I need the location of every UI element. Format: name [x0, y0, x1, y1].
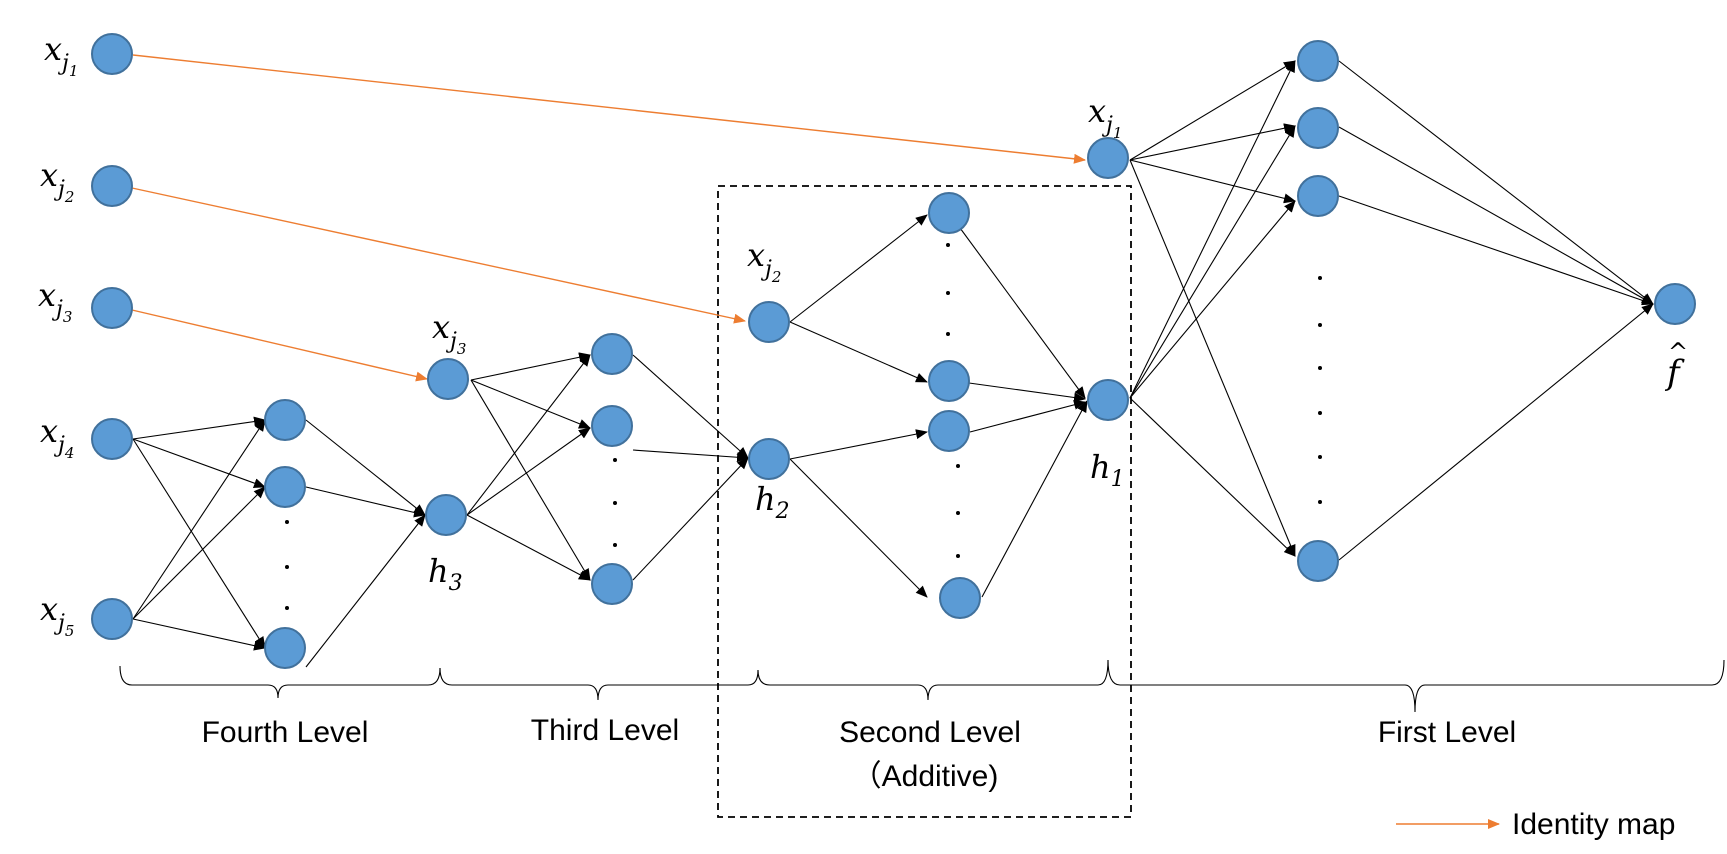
- label-xj5-in: xj5: [40, 590, 74, 640]
- edge: [466, 427, 591, 516]
- edge: [305, 419, 426, 516]
- network-edges: [132, 60, 1654, 668]
- edge: [632, 457, 749, 581]
- edge: [1338, 60, 1654, 305]
- input-node-xj3: [91, 287, 133, 329]
- input-node-xj2: [91, 165, 133, 207]
- hidden-node-level2: [939, 577, 981, 619]
- node-h1: [1087, 379, 1129, 421]
- edge: [1338, 126, 1654, 305]
- legend-identity-label: Identity map: [1512, 808, 1675, 841]
- label-output-hat: ^: [1668, 338, 1688, 366]
- edge: [948, 212, 1086, 399]
- input-node-xj1: [91, 33, 133, 75]
- edge: [132, 419, 266, 620]
- edge: [789, 321, 928, 383]
- edge: [981, 400, 1088, 598]
- edge: [969, 399, 1086, 433]
- hidden-node-level3: [591, 563, 633, 605]
- edge: [789, 458, 928, 598]
- edge: [470, 379, 591, 429]
- identity-arrow-xj2: [131, 187, 746, 324]
- legend: Identity map: [1396, 808, 1675, 841]
- label-xj1-mid: xj1: [1088, 92, 1122, 142]
- label-xj3-in: xj3: [38, 276, 72, 326]
- hidden-node-level4: [264, 627, 306, 669]
- label-xj3-mid: xj3: [432, 308, 466, 358]
- label-h2: h2: [755, 480, 790, 524]
- label-third-level: Third Level: [531, 714, 679, 747]
- hidden-node-level3: [591, 333, 633, 375]
- edge: [132, 486, 266, 620]
- edge: [305, 486, 426, 518]
- hidden-node-level2: [928, 360, 970, 402]
- label-fourth-level: Fourth Level: [202, 716, 369, 749]
- edge: [1129, 200, 1296, 399]
- label-h3: h3: [428, 552, 463, 596]
- math-labels: xj1 xj2 xj3 xj4 xj5 xj3 h3 xj2 h2 xj1: [38, 30, 1688, 640]
- edge: [1338, 303, 1654, 561]
- label-xj4-in: xj4: [40, 412, 74, 462]
- brace-third-level: [439, 667, 759, 701]
- edge: [132, 438, 266, 488]
- edge: [132, 438, 266, 649]
- edge: [789, 214, 928, 323]
- hidden-node-level1: [1297, 40, 1339, 82]
- hidden-node-level4: [264, 399, 306, 441]
- hidden-node-level1: [1297, 107, 1339, 149]
- hidden-node-level3: [591, 405, 633, 447]
- edge: [1129, 397, 1296, 557]
- edge: [132, 416, 266, 440]
- output-node: [1654, 283, 1696, 325]
- hidden-node-level2: [928, 192, 970, 234]
- node-xj3-mid: [427, 358, 469, 400]
- additive-level-box: [717, 185, 1132, 818]
- identity-map-arrows: [131, 54, 1086, 382]
- brace-fourth-level: [119, 665, 441, 699]
- edge: [632, 354, 749, 459]
- edge: [1129, 123, 1296, 161]
- edge: [1338, 195, 1654, 306]
- label-xj2-mid: xj2: [747, 236, 781, 286]
- edge: [1129, 60, 1296, 399]
- edge: [466, 514, 591, 581]
- input-node-xj5: [91, 598, 133, 640]
- edge: [968, 382, 1086, 403]
- edge: [1129, 159, 1296, 204]
- edge: [632, 449, 749, 463]
- brace-first-level: [1107, 659, 1725, 713]
- level-braces: [119, 659, 1725, 713]
- edge: [466, 354, 591, 516]
- label-first-level: First Level: [1378, 716, 1516, 749]
- edge: [470, 379, 591, 581]
- label-xj2-in: xj2: [40, 156, 74, 206]
- input-node-xj4: [91, 418, 133, 460]
- node-xj1-mid: [1087, 137, 1129, 179]
- edge: [1129, 60, 1296, 161]
- label-xj1-in: xj1: [44, 30, 78, 80]
- level-labels: Fourth Level Third Level Second Level （A…: [202, 714, 1517, 793]
- network-nodes: [91, 33, 1696, 669]
- edge: [470, 352, 591, 381]
- label-second-level: Second Level: [839, 716, 1021, 749]
- node-xj2-mid: [748, 301, 790, 343]
- node-h3: [425, 494, 467, 536]
- hidden-node-level4: [264, 466, 306, 508]
- edge: [305, 514, 426, 668]
- node-h2: [748, 438, 790, 480]
- edge: [1129, 125, 1296, 399]
- hidden-node-level1: [1297, 175, 1339, 217]
- label-additive: （Additive): [852, 760, 999, 793]
- edge: [789, 429, 928, 460]
- hidden-node-level1: [1297, 540, 1339, 582]
- brace-second-level: [757, 659, 1109, 701]
- edge: [132, 618, 266, 651]
- edge: [1129, 159, 1296, 557]
- ellipsis-dots: [285, 243, 1322, 610]
- identity-arrow-xj3: [131, 309, 428, 382]
- label-h1: h1: [1090, 448, 1125, 492]
- hidden-node-level2: [928, 410, 970, 452]
- identity-arrow-xj1: [132, 54, 1086, 164]
